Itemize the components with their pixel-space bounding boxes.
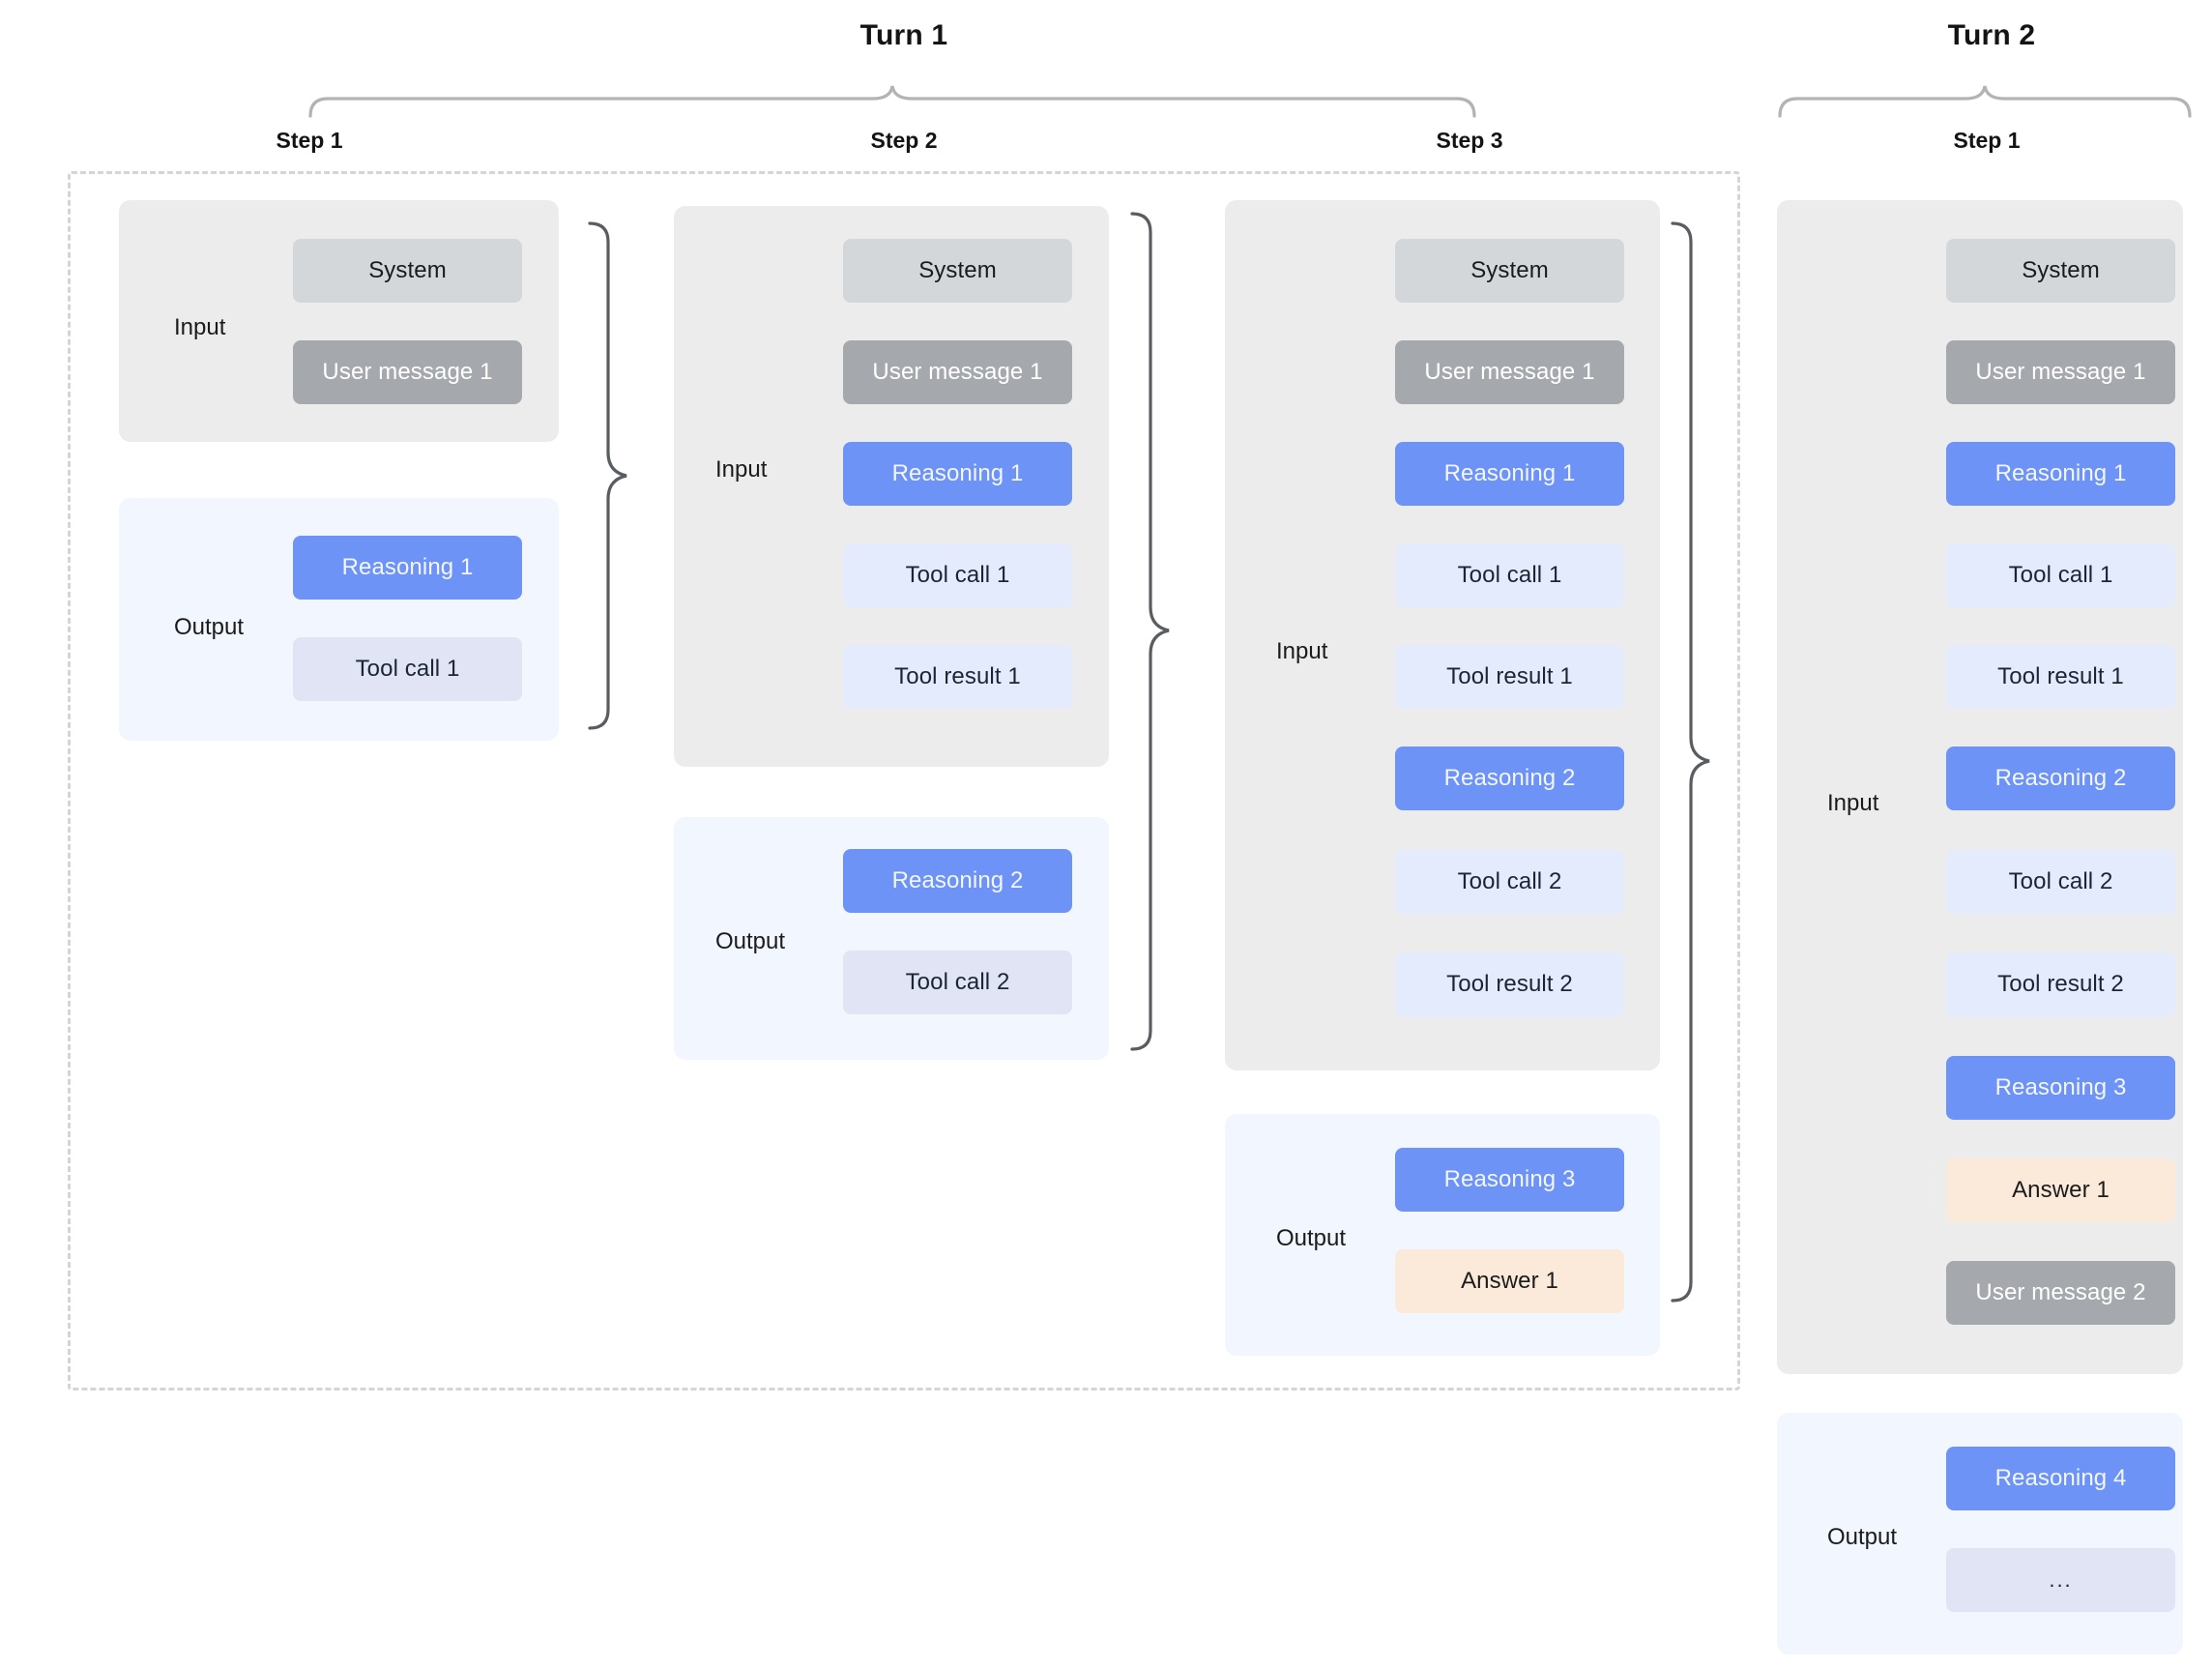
turn1-step1-output-chip-reasoning-1[interactable]: Reasoning 1	[293, 536, 522, 600]
turn1-step2-input-chip-system[interactable]: System	[843, 239, 1072, 303]
turn2-step1-title: Step 1	[1953, 128, 2021, 153]
turn1-step2-input-chip-tool-call-1[interactable]: Tool call 1	[843, 543, 1072, 607]
turn1-step2-output-label: Output	[715, 928, 786, 954]
turn2-step1-input-chip-user-message-2[interactable]: User message 2	[1946, 1261, 2175, 1325]
turn1-step3-output-label: Output	[1276, 1225, 1347, 1251]
turn1-step2-input-chip-tool-result-1[interactable]: Tool result 1	[843, 645, 1072, 709]
turn1-step2-input-chip-user-message-1[interactable]: User message 1	[843, 340, 1072, 404]
turn1-step1-input-chip-user-message-1[interactable]: User message 1	[293, 340, 522, 404]
turn1-step3-input-chip-reasoning-1[interactable]: Reasoning 1	[1395, 442, 1624, 506]
turn2-step1-input-chip-reasoning-1[interactable]: Reasoning 1	[1946, 442, 2175, 506]
turn1-step3-input-chip-reasoning-2[interactable]: Reasoning 2	[1395, 747, 1624, 810]
turn1-step2-output-chip-tool-call-2[interactable]: Tool call 2	[843, 951, 1072, 1014]
turn1-step3-output-chip-reasoning-3[interactable]: Reasoning 3	[1395, 1148, 1624, 1212]
turn1-step1-output-chip-tool-call-1[interactable]: Tool call 1	[293, 637, 522, 701]
turn-2-brace	[1777, 83, 2193, 118]
turn1-step3-title: Step 3	[1436, 128, 1503, 153]
turn1-step2-output-chip-reasoning-2[interactable]: Reasoning 2	[843, 849, 1072, 913]
turn1-step3-input-chip-tool-result-2[interactable]: Tool result 2	[1395, 952, 1624, 1016]
turn2-step1-input-chip-tool-call-1[interactable]: Tool call 1	[1946, 543, 2175, 607]
turn1-step3-output-chip-answer-1[interactable]: Answer 1	[1395, 1249, 1624, 1313]
turn2-step1-input-chip-tool-result-1[interactable]: Tool result 1	[1946, 645, 2175, 709]
turn1-step3-input-panel	[1225, 200, 1660, 1070]
turn1-step2-input-label: Input	[715, 456, 768, 483]
turn1-step3-input-label: Input	[1276, 638, 1328, 664]
turn1-step3-input-chip-user-message-1[interactable]: User message 1	[1395, 340, 1624, 404]
turn2-step1-input-chip-reasoning-2[interactable]: Reasoning 2	[1946, 747, 2175, 810]
turn2-step1-input-chip-tool-call-2[interactable]: Tool call 2	[1946, 850, 2175, 914]
turn-1-brace	[307, 83, 1477, 118]
turn1-step3-input-chip-tool-call-2[interactable]: Tool call 2	[1395, 850, 1624, 914]
turn1-step3-input-chip-tool-result-1[interactable]: Tool result 1	[1395, 645, 1624, 709]
turn2-step1-input-chip-reasoning-3[interactable]: Reasoning 3	[1946, 1056, 2175, 1120]
turn1-step3-input-chip-system[interactable]: System	[1395, 239, 1624, 303]
turn1-step1-title: Step 1	[276, 128, 343, 153]
turn1-step1-input-label: Input	[174, 314, 226, 340]
turn2-step1-output-label: Output	[1827, 1524, 1898, 1550]
turn1-step1-output-label: Output	[174, 614, 245, 640]
turn1-step2-input-chip-reasoning-1[interactable]: Reasoning 1	[843, 442, 1072, 506]
turn1-step3-input-chip-tool-call-1[interactable]: Tool call 1	[1395, 543, 1624, 607]
turn-1-frame	[68, 171, 1740, 1391]
turn2-step1-input-chip-answer-1[interactable]: Answer 1	[1946, 1158, 2175, 1222]
turn1-step2-title: Step 2	[870, 128, 938, 153]
turn-1-title: Turn 1	[859, 19, 948, 51]
turn2-step1-input-chip-tool-result-2[interactable]: Tool result 2	[1946, 952, 2175, 1016]
turn-2-title: Turn 2	[1947, 19, 2036, 51]
turn1-step1-input-chip-system[interactable]: System	[293, 239, 522, 303]
turn2-step1-output-chip-reasoning-4[interactable]: Reasoning 4	[1946, 1447, 2175, 1510]
turn2-step1-input-label: Input	[1827, 790, 1879, 816]
turn2-step1-input-chip-system[interactable]: System	[1946, 239, 2175, 303]
turn2-step1-input-chip-user-message-1[interactable]: User message 1	[1946, 340, 2175, 404]
turn2-step1-output-chip-ellipsis[interactable]: ...	[1946, 1548, 2175, 1612]
